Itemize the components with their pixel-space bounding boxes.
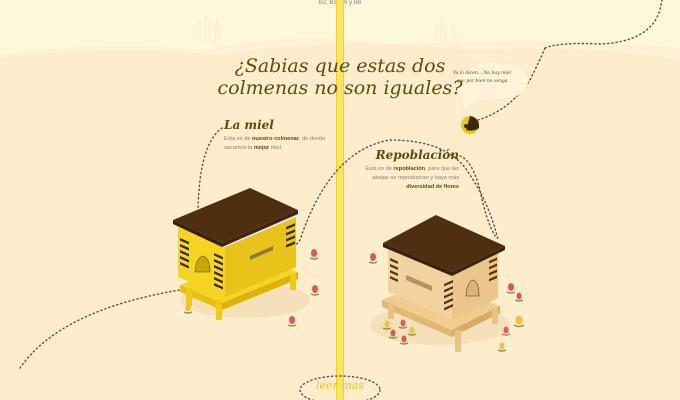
miel-text: Esta es de nuestro colmenar, de donde sa… bbox=[224, 135, 334, 153]
dotted-path-bee bbox=[544, 0, 663, 49]
bee-bubble-text: Ya lo dicen... No hay miel que por bien … bbox=[452, 70, 512, 86]
text-bold: diversidad de flores bbox=[406, 184, 459, 190]
text-bold: nuestro colmenar bbox=[252, 136, 299, 142]
dotted-path-bee-2 bbox=[477, 47, 546, 121]
text-part: , de donde sacamos la bbox=[224, 136, 326, 151]
text-part: Esta es de bbox=[224, 136, 252, 142]
repoblacion-heading: Repoblación bbox=[375, 148, 459, 162]
title-line-1: ¿Sabias que estas dos bbox=[234, 55, 446, 77]
wood-hive bbox=[370, 215, 510, 352]
bubble-line-1: Ya lo dicen... No hay miel bbox=[453, 71, 511, 76]
yellow-hive bbox=[173, 188, 310, 320]
bubble-line-2: que por bien no venga bbox=[456, 79, 508, 84]
dotted-path-left-label bbox=[197, 127, 223, 211]
speech-bubble bbox=[451, 61, 529, 113]
flowers bbox=[183, 249, 525, 352]
repoblacion-info: Repoblación Esta es de repoblación, para… bbox=[356, 148, 459, 192]
repoblacion-text: Esta es de repoblación, para que las abe… bbox=[356, 165, 459, 192]
read-more-link[interactable]: leer mas bbox=[316, 379, 364, 392]
text-bold: repoblación bbox=[393, 166, 426, 172]
text-part: , para que las abejas se reproduzcan y h… bbox=[372, 166, 459, 181]
dotted-path-right-label bbox=[459, 155, 496, 237]
center-divider bbox=[336, 0, 344, 400]
text-part: miel. bbox=[269, 145, 283, 151]
miel-info: La miel Esta es de nuestro colmenar, de … bbox=[224, 118, 334, 153]
title-line-2: colmenas no son iguales? bbox=[217, 77, 463, 99]
bee-icon bbox=[461, 116, 480, 134]
text-bold: mejor bbox=[253, 145, 270, 151]
text-part: Esta es de bbox=[365, 166, 394, 172]
miel-heading: La miel bbox=[224, 118, 274, 132]
page-title: ¿Sabias que estas dos colmenas no son ig… bbox=[0, 55, 680, 99]
dotted-ellipse-readmore bbox=[299, 375, 381, 400]
